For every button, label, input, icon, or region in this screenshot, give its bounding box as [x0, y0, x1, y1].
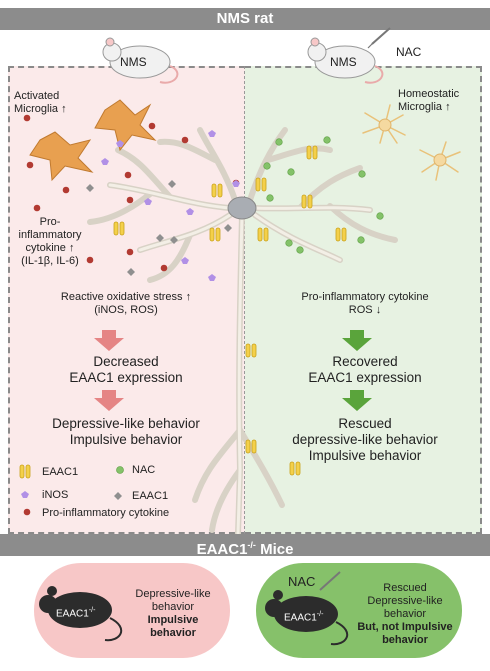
legend-nac: NAC — [132, 464, 156, 476]
bottom-left-mouse-label: EAAC1-/- — [56, 607, 96, 620]
rat-left-icon — [102, 37, 179, 84]
decreased-eaac1-label: Decreased EAAC1 expression — [69, 354, 183, 385]
rat-right-icon — [307, 27, 391, 84]
activated-microglia-label: Activated Microglia ↑ — [14, 90, 67, 115]
legend-eaac1: EAAC1 — [42, 466, 79, 478]
left-rat-label: NMS — [120, 55, 147, 69]
left-behavior-label: Depressive-like behavior Impulsive behav… — [52, 416, 200, 447]
rescued-behavior-label: Rescued depressive-like behavior Impulsi… — [292, 416, 438, 463]
bottom-right-behavior-text: Rescued Depressive-like behavior But, no… — [357, 582, 453, 646]
nac-treatment-label: NAC — [396, 45, 422, 59]
oxidative-stress-label: Reactive oxidative stress ↑ (iNOS, ROS) — [60, 291, 192, 316]
legend-cytokine: Pro-inflammatory cytokine — [42, 507, 170, 519]
legend-eaac1-diamond: EAAC1 — [132, 490, 169, 502]
legend-inos: iNOS — [42, 489, 69, 501]
bottom-banner: EAAC1-/- Mice — [0, 534, 490, 558]
bottom-right-mouse-label: EAAC1-/- — [284, 611, 324, 624]
top-banner: NMS rat — [0, 8, 490, 30]
bottom-right-nac-label: NAC — [288, 574, 316, 589]
homeostatic-microglia-label: Homeostatic Microglia ↑ — [398, 88, 460, 113]
pro-inflammatory-cytokine-label: Pro- inflammatory cytokine ↑ (IL-1β, IL-… — [18, 216, 82, 267]
bottom-left-behavior-text: Depressive-like behavior Impulsive behav… — [135, 588, 211, 639]
recovered-eaac1-label: Recovered EAAC1 expression — [308, 354, 422, 385]
right-rat-label: NMS — [330, 55, 357, 69]
bottom-right-oval — [256, 563, 462, 658]
right-panel — [245, 66, 482, 534]
right-cytokine-ros-label: Pro-inflammatory cytokine ROS ↓ — [301, 291, 429, 316]
top-banner-title: NMS rat — [216, 10, 274, 27]
bottom-left-oval — [34, 563, 230, 658]
